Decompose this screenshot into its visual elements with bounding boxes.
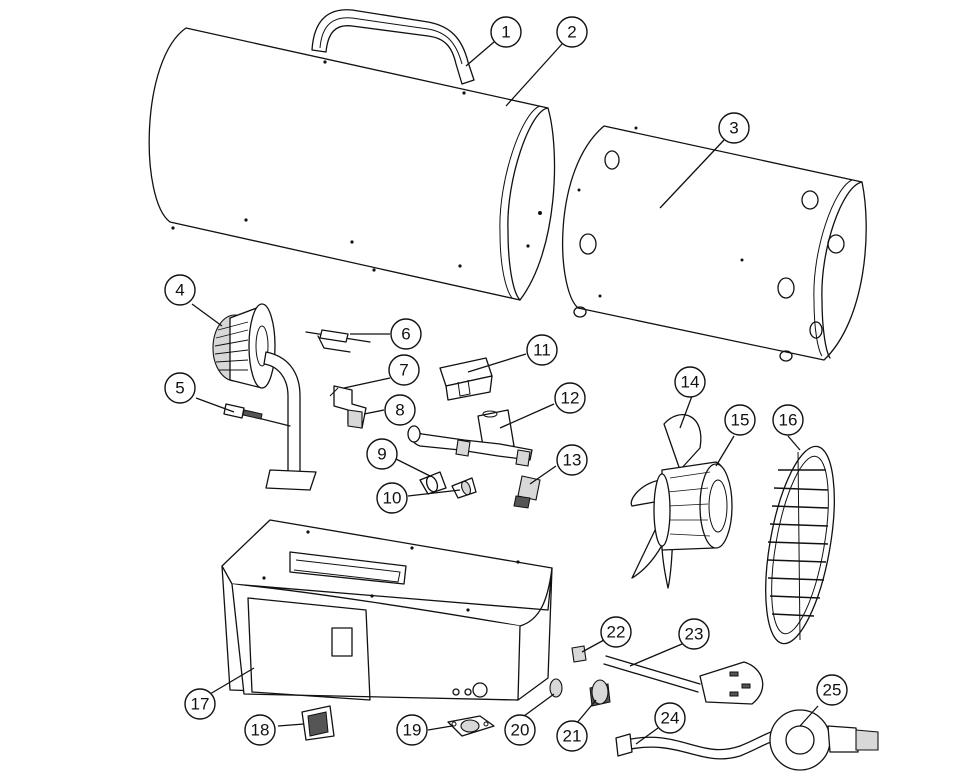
callout-label: 2 <box>567 23 576 42</box>
part-flange <box>447 715 495 737</box>
part-gas-valve <box>407 409 533 467</box>
callout-23: 23 <box>678 618 710 650</box>
callout-label: 17 <box>191 695 210 714</box>
part-inner-shell <box>562 125 867 362</box>
part-mounting-block <box>439 357 493 401</box>
part-regulator <box>769 709 879 771</box>
callout-label: 25 <box>823 681 842 700</box>
callout-label: 8 <box>395 401 404 420</box>
callout-label: 23 <box>685 625 704 644</box>
callout-label: 1 <box>501 23 510 42</box>
part-burner <box>212 303 317 491</box>
callout-10: 10 <box>376 482 408 514</box>
callout-8: 8 <box>384 394 416 426</box>
callout-label: 21 <box>563 727 582 746</box>
callout-20: 20 <box>504 714 536 746</box>
part-strain-relief <box>571 645 587 663</box>
callout-label: 10 <box>383 489 402 508</box>
callout-label: 14 <box>681 373 700 392</box>
part-power-cord <box>603 655 764 705</box>
callout-24: 24 <box>654 702 686 734</box>
callout-label: 7 <box>399 361 408 380</box>
callout-label: 4 <box>175 281 184 300</box>
callout-label: 20 <box>511 721 530 740</box>
part-injector-10 <box>451 477 477 499</box>
callout-2: 2 <box>556 16 588 48</box>
callout-22: 22 <box>600 616 632 648</box>
callout-label: 6 <box>401 325 410 344</box>
callout-label: 11 <box>533 341 551 360</box>
part-fan-guard <box>765 445 835 645</box>
callout-label: 16 <box>779 411 798 430</box>
callout-label: 3 <box>729 119 738 138</box>
callout-label: 9 <box>377 445 386 464</box>
callout-label: 12 <box>561 389 580 408</box>
callout-12: 12 <box>554 382 586 414</box>
part-gas-hose <box>615 727 787 760</box>
callout-1: 1 <box>490 16 522 48</box>
part-thermocouple <box>223 403 291 427</box>
leader-lines <box>191 41 819 745</box>
part-cap <box>549 678 563 698</box>
callout-label: 18 <box>251 721 270 740</box>
callout-3: 3 <box>718 112 750 144</box>
callout-label: 22 <box>607 623 626 642</box>
callout-label: 15 <box>731 411 750 430</box>
callout-label: 5 <box>175 379 184 398</box>
callout-4: 4 <box>164 274 196 306</box>
callout-14: 14 <box>674 366 706 398</box>
callout-5: 5 <box>164 372 196 404</box>
part-electrode-nut <box>347 409 363 429</box>
callout-9: 9 <box>366 438 398 470</box>
callout-19: 19 <box>396 714 428 746</box>
part-fan-motor <box>653 461 733 551</box>
callout-11: 11 <box>526 334 558 366</box>
callout-17: 17 <box>184 688 216 720</box>
callout-25: 25 <box>816 674 848 706</box>
callout-21: 21 <box>556 720 588 752</box>
part-injector-9 <box>419 471 447 495</box>
callout-6: 6 <box>390 318 422 350</box>
callout-13: 13 <box>556 444 588 476</box>
callout-16: 16 <box>772 404 804 436</box>
callout-15: 15 <box>724 404 756 436</box>
part-switch <box>301 705 335 741</box>
callout-18: 18 <box>244 714 276 746</box>
part-ignition-electrode <box>305 329 371 353</box>
part-knob <box>589 679 611 707</box>
part-outer-shell <box>148 27 556 301</box>
callout-label: 24 <box>661 709 680 728</box>
part-handle <box>311 9 475 85</box>
callout-7: 7 <box>388 354 420 386</box>
callout-label: 19 <box>403 721 422 740</box>
part-nozzle-fitting <box>513 475 541 509</box>
part-base-housing <box>221 519 553 701</box>
callout-label: 13 <box>563 451 582 470</box>
